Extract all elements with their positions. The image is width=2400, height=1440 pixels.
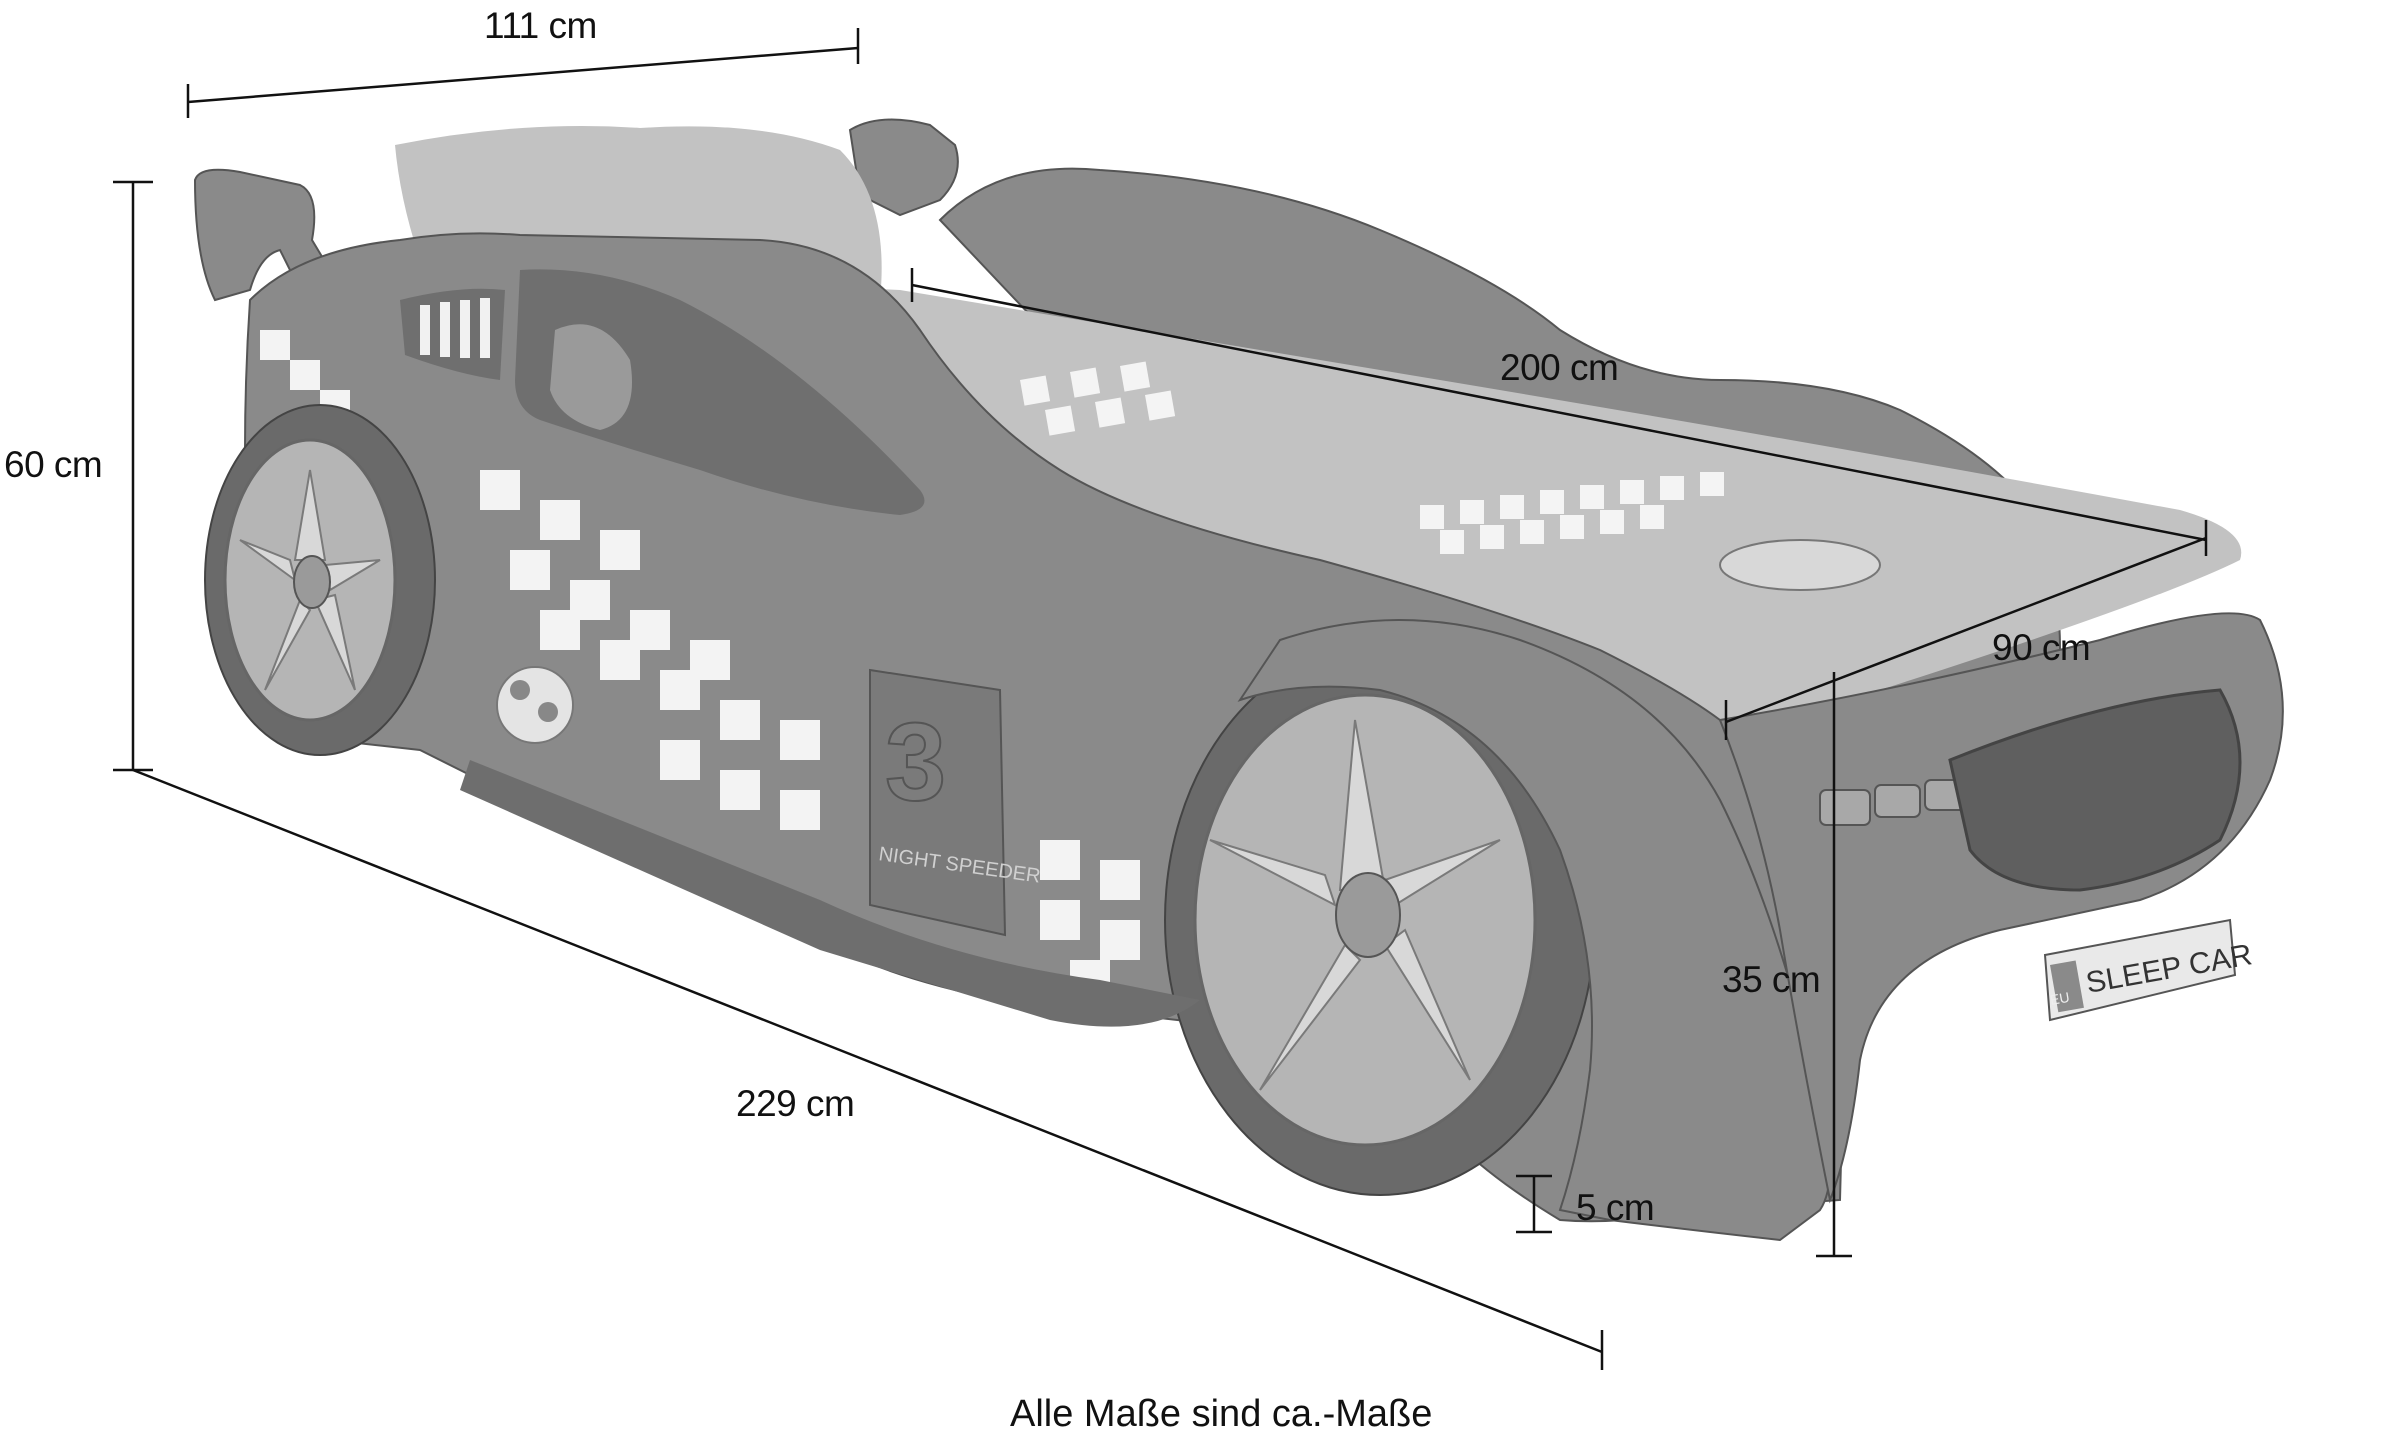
label-height-total: 60 cm xyxy=(4,444,102,485)
race-number: 3 xyxy=(885,701,946,824)
front-fender xyxy=(1237,619,1831,1242)
dim-side-height: 35 cm xyxy=(1722,672,1852,1258)
race-number-panel xyxy=(869,668,1007,937)
dim-mattress-width: 90 cm xyxy=(1724,536,2207,740)
front-grille xyxy=(1948,688,2242,892)
dim-top-width: 111 cm xyxy=(186,5,860,118)
label-top-width: 111 cm xyxy=(484,5,597,46)
side-checker-pattern xyxy=(260,330,1140,990)
label-mattress-width: 90 cm xyxy=(1992,627,2090,668)
mattress-checker-pattern xyxy=(1019,361,1724,554)
label-ground-clearance: 5 cm xyxy=(1576,1187,1654,1228)
dim-ground-clearance: 5 cm xyxy=(1516,1174,1655,1234)
mattress xyxy=(560,286,2242,726)
side-logo xyxy=(496,666,574,744)
dim-height-total: 60 cm xyxy=(4,180,153,772)
label-mattress-length: 200 cm xyxy=(1500,347,1618,388)
license-plate: EU SLEEP CAR xyxy=(2043,918,2255,1022)
rear-wheel xyxy=(204,404,436,756)
front-wheel xyxy=(1164,644,1596,1196)
label-total-length: 229 cm xyxy=(736,1083,854,1124)
side-skirt xyxy=(460,760,1200,1027)
side-vent xyxy=(400,288,505,380)
car-bed-illustration: 3 NIGHT SPEEDER xyxy=(193,118,2284,1242)
dimension-lines: 111 cm 60 cm 200 cm 90 cm 35 cm xyxy=(4,5,2208,1370)
label-side-height: 35 cm xyxy=(1722,959,1820,1000)
side-window xyxy=(515,269,925,515)
caption: Alle Maße sind ca.-Maße xyxy=(1010,1393,1432,1435)
mattress-logo xyxy=(1719,539,1881,591)
window-helmet-graphic xyxy=(550,324,632,430)
plate-badge: EU xyxy=(2049,989,2071,1008)
front-fin xyxy=(848,118,959,217)
dim-total-length: 229 cm xyxy=(132,768,1604,1370)
